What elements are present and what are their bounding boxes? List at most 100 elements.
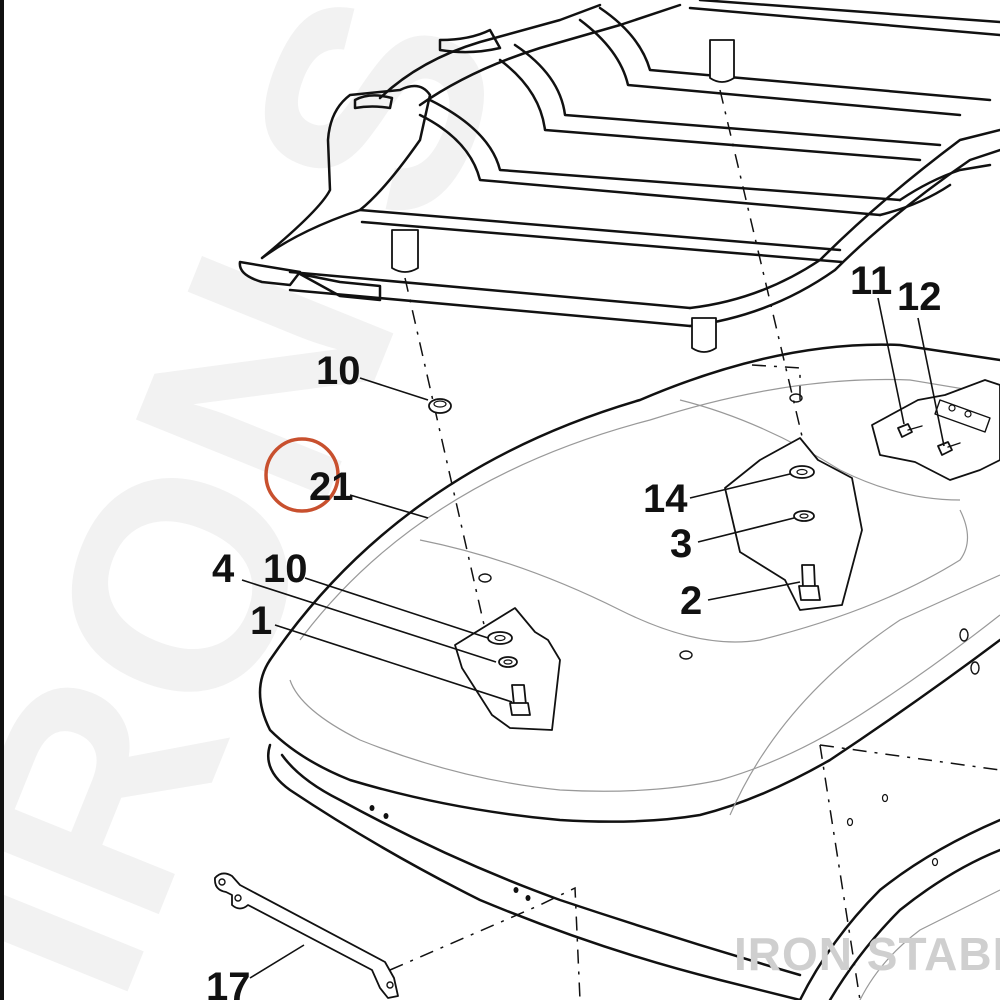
case-rivet-4 [525,895,531,901]
washer-3 [793,510,815,522]
lid-hole-3 [970,661,980,675]
leader-10-upper [359,377,429,401]
rack-right-rail [878,163,992,217]
washer-3-hole [799,513,809,519]
leader-10-lower [304,577,489,639]
lid-hole-4 [478,573,492,583]
lid-inner-contour-2 [289,614,1000,792]
highlight-circle-21 [264,437,340,513]
leader-2 [707,581,801,601]
callout-11: 11 [850,259,892,303]
lid-right-contour [729,574,1000,816]
lid-outer-top [268,343,1000,662]
rack-top-left-rail [378,3,602,100]
washer-4 [498,656,518,668]
callout-10-upper: 10 [316,349,361,393]
hinge-strap-body [214,872,399,999]
rack-right-side [688,128,1000,310]
centerline-left-post [404,277,501,696]
hardware-parts [428,379,1000,731]
lid-inner-recess [419,509,969,643]
leader-1 [274,624,513,703]
latch-hinge-pin-1 [948,404,956,412]
left-bracket-cutaway [454,607,561,731]
callout-2: 2 [680,579,702,623]
washer-14 [789,465,815,479]
lid-outer-bottom [258,638,1000,823]
washer-14-hole [796,468,808,476]
centerline-front-right-post [751,364,801,400]
leader-3 [697,517,795,543]
tour-pak-case [267,743,1000,1000]
rack-slat-1 [418,98,902,217]
hinge-strap [214,872,399,999]
rack-left-badge [353,94,394,110]
rack-top-left-rail-inner [418,3,682,107]
rack-slat-2 [498,43,942,162]
hinge-strap-hole-2 [234,894,242,902]
callout-numbers: 10 21 4 10 1 11 12 14 3 2 17 [206,259,942,1000]
rack-mount-post-rear [709,39,735,83]
bolt-1-head [509,702,531,716]
lid-inner-recess-2 [679,399,961,501]
lid-hole-5 [789,393,803,403]
screw-11-shank [907,425,923,431]
callout-17: 17 [206,965,251,1000]
luggage-rack [238,0,1000,353]
callout-3: 3 [670,522,692,566]
case-right-corner [798,818,1000,1000]
latch-hinge-pin-2 [964,410,972,418]
rack-slat-3 [578,6,992,117]
centerline-case-2 [819,744,861,1000]
leader-lines [241,297,945,979]
leader-12 [917,317,945,447]
washer-10-lower [487,631,513,645]
bolt-2-shank [801,564,816,589]
case-rivet-3 [513,887,519,893]
case-hole-3 [931,857,939,867]
centerline-hinge [389,886,581,1000]
case-rivet-2 [383,813,389,819]
rack-slat-front [358,208,844,264]
lid-inner-contour-1 [299,378,1000,641]
centerline-case-1 [819,744,1000,771]
case-seal-line [280,753,802,977]
callout-1: 1 [250,599,272,643]
rack-left-side [260,84,432,260]
case-right-corner-inner [828,848,1000,1000]
latch-bracket-cutaway [871,379,1000,481]
rack-front-rail [288,270,692,328]
rack-rail-sleeve [298,272,382,302]
bolt-1-shank [511,684,527,706]
corner-watermark: IRON STABLE [734,928,1000,980]
washer-10-lower-hole [494,634,506,642]
screw-12-shank [947,442,961,448]
center-bracket-cutaway [724,437,863,611]
callout-12: 12 [897,275,942,319]
leader-14 [689,473,791,499]
lid-hole-2 [959,628,969,642]
case-right-contour [859,889,1000,1000]
left-edge-bar [0,0,4,1000]
leader-11 [877,297,905,425]
case-hole-1 [881,793,889,803]
hinge-strap-hole-3 [386,981,394,989]
rack-clamp [438,28,502,54]
rack-mount-post-front-right [691,317,717,353]
grommet-10-upper-hole [433,400,447,408]
hinge-strap-hole-1 [218,878,226,886]
leader-21 [349,494,429,519]
screw-12-head [937,441,953,456]
callout-14: 14 [643,477,688,521]
case-upper-edge [267,743,802,1000]
callout-10-lower: 10 [263,547,308,591]
leader-17 [249,944,305,979]
case-rivet-1 [369,805,375,811]
washer-4-hole [503,659,513,665]
tour-pak-lid [258,343,1000,823]
callout-4: 4 [212,547,235,591]
rack-slat-4 [688,0,1000,37]
screw-11-head [897,423,913,438]
lid-hole-1 [679,650,693,660]
